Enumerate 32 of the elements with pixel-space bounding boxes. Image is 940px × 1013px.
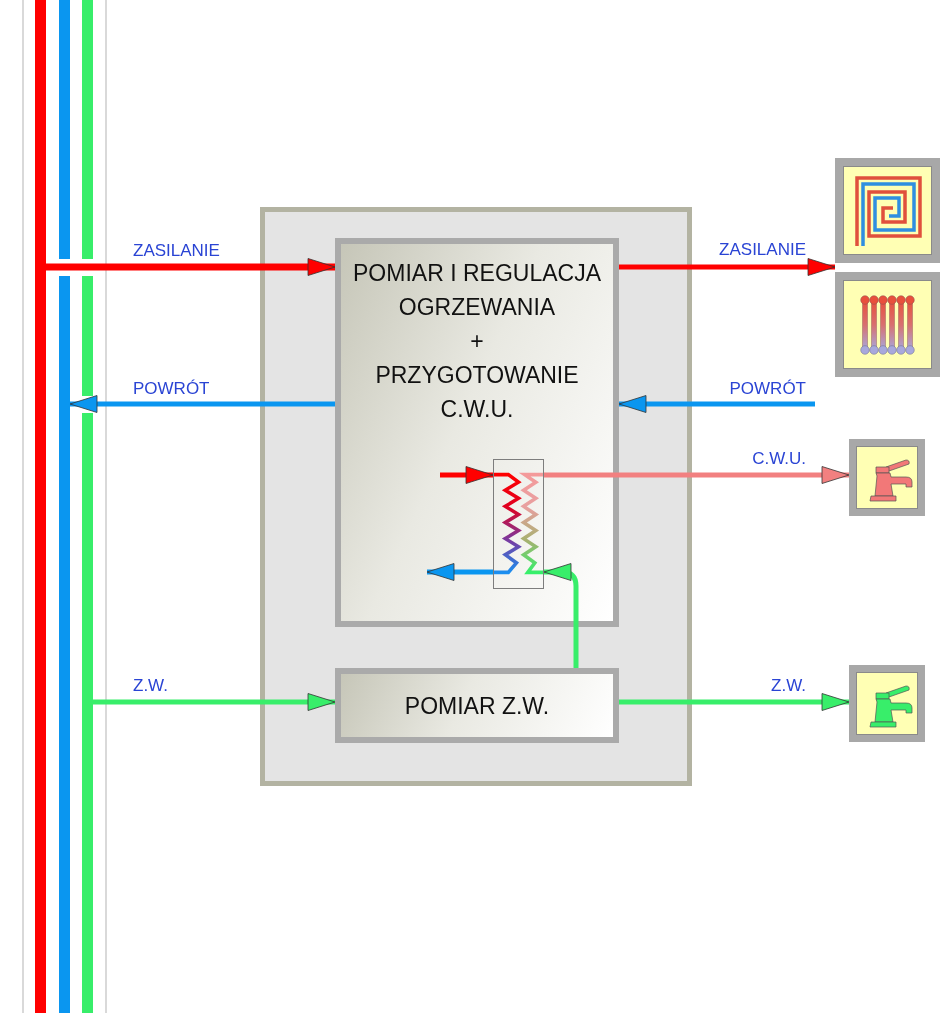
heat-exchanger <box>493 459 544 589</box>
pipe-label: POWRÓT <box>133 379 210 399</box>
pipe-arrow <box>619 693 850 711</box>
riser-pipe <box>35 0 46 1013</box>
enclosure-box <box>260 207 692 786</box>
pipe-arrow <box>544 466 850 484</box>
module-title: PRZYGOTOWANIE C.W.U. <box>374 361 580 424</box>
riser-pipe <box>82 0 93 1013</box>
riser-pipe <box>59 0 70 1013</box>
pipe-arrow <box>93 693 336 711</box>
radiator-icon <box>835 272 940 377</box>
pipe-label: POWRÓT <box>729 379 806 399</box>
plus-sign: + <box>470 327 484 356</box>
pipe-arrow <box>69 395 335 413</box>
pipe-label: ZASILANIE <box>133 241 220 261</box>
pipe-arrow <box>440 466 494 484</box>
faucet-icon <box>849 665 925 742</box>
pipe-label: C.W.U. <box>752 449 806 469</box>
meter-label: POMIAR Z.W. <box>404 691 550 721</box>
faucet-icon <box>849 439 925 516</box>
pipe-label: ZASILANIE <box>719 240 806 260</box>
meter-box <box>335 668 619 743</box>
module-title: POMIAR I REGULACJA OGRZEWANIA <box>352 259 602 322</box>
pipe-label: Z.W. <box>771 676 806 696</box>
pipe-arrow <box>618 395 815 413</box>
pipe-arrow <box>46 258 336 276</box>
pipe-arrow <box>426 563 493 581</box>
pipe-coil-icon <box>835 158 940 263</box>
pipe-label: Z.W. <box>133 676 168 696</box>
pipe-arrow <box>619 258 836 276</box>
control-module-box <box>335 238 619 627</box>
pipe-arrow <box>543 563 579 668</box>
